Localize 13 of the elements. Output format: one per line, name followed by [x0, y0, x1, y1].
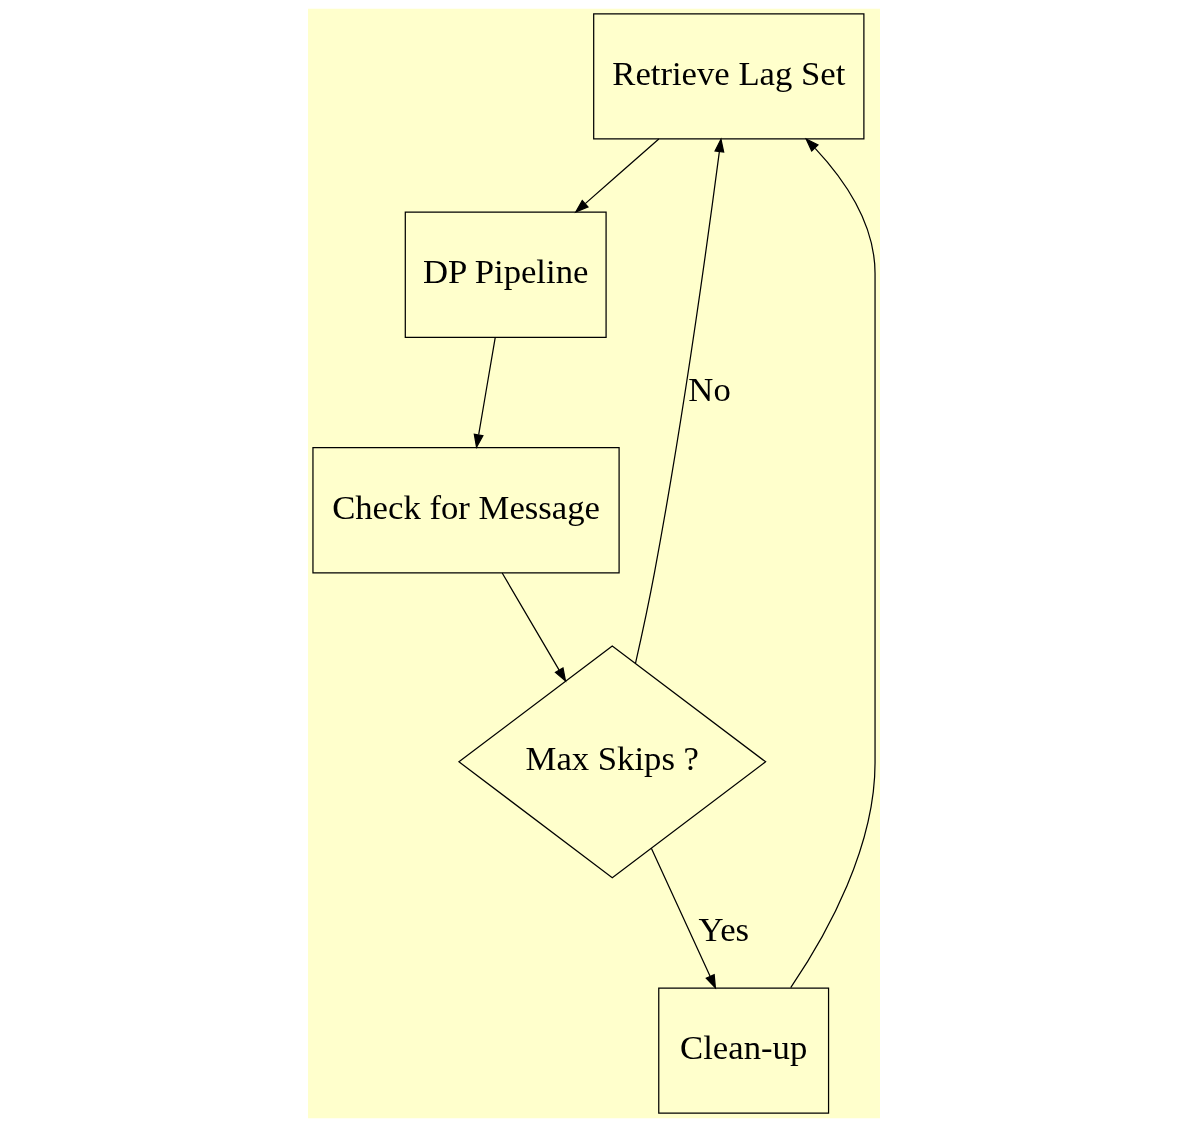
arrow: [574, 138, 660, 214]
node-box: Clean-up: [658, 987, 830, 1114]
edge-label: No: [688, 370, 731, 410]
arrow: [634, 137, 725, 664]
node-diamond: Max Skips ?: [457, 645, 767, 879]
node-box: Retrieve Lag Set: [593, 13, 865, 140]
arrow: [501, 572, 567, 683]
node-box: Check for Message: [312, 447, 620, 574]
node-box: DP Pipeline: [404, 211, 607, 338]
arrow: [790, 137, 876, 989]
arrow: [473, 337, 496, 450]
arrow: [650, 847, 717, 990]
edge-label: Yes: [698, 910, 750, 950]
